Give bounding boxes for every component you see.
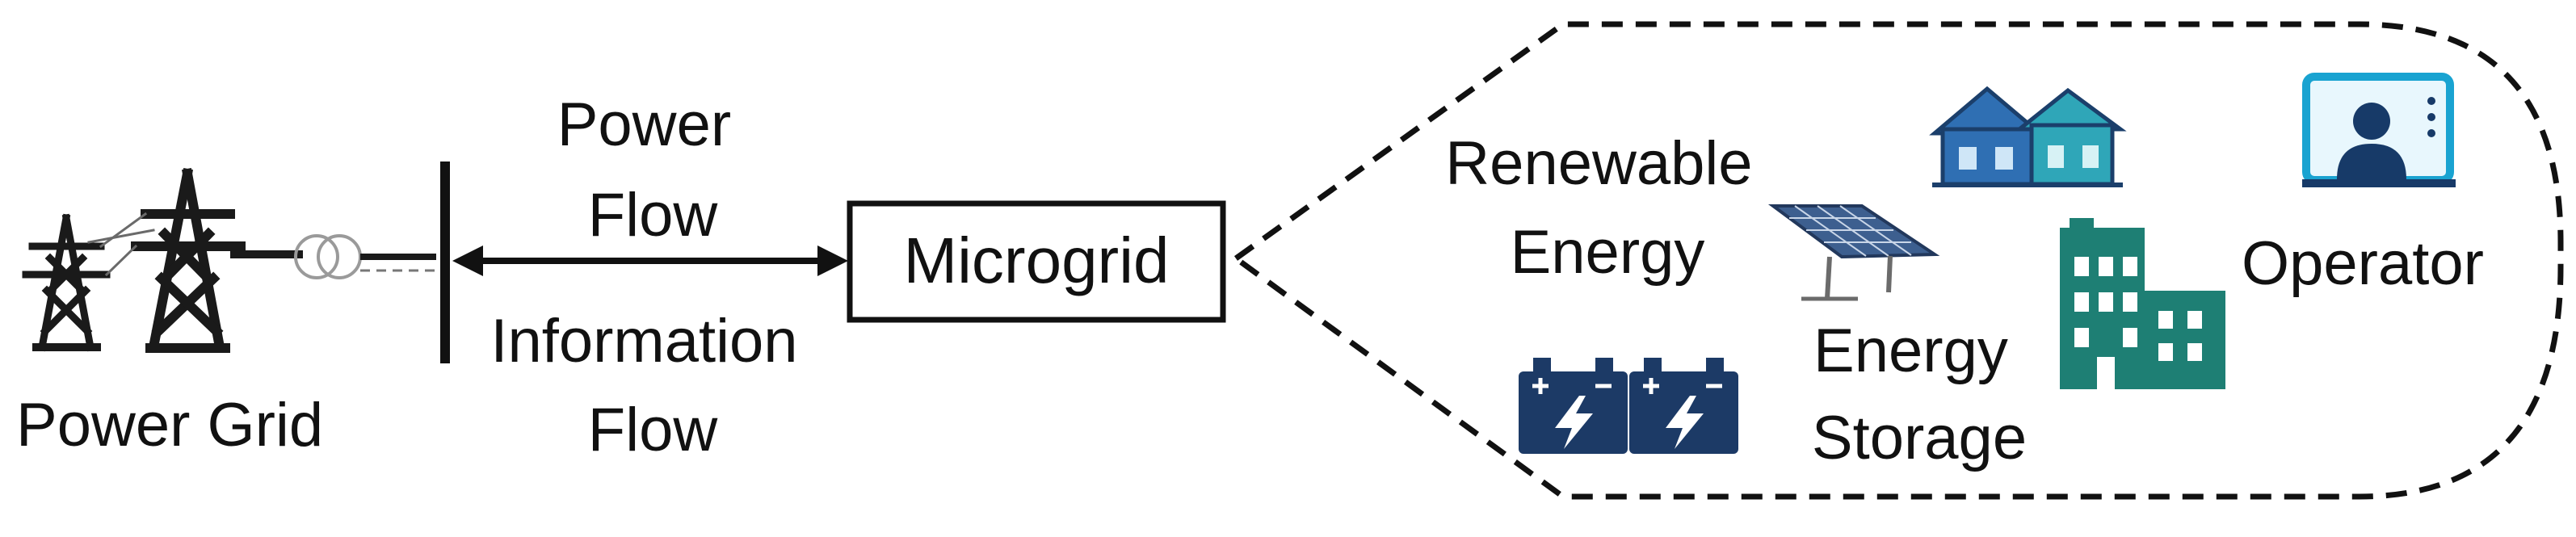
battery-icon bbox=[1519, 358, 1738, 454]
operator-label: Operator bbox=[2242, 229, 2484, 298]
operator-monitor-icon bbox=[2302, 73, 2456, 187]
power-flow-line-1: Power bbox=[557, 90, 731, 159]
renewable-energy-label: Renewable Energy bbox=[1445, 129, 1769, 287]
microgrid-label: Microgrid bbox=[904, 224, 1170, 296]
information-flow-line-1: Information bbox=[490, 307, 797, 375]
houses-icon bbox=[1929, 86, 2127, 187]
storage-line-2: Storage bbox=[1812, 404, 2027, 472]
information-flow-line-2: Flow bbox=[588, 396, 719, 464]
information-flow-label: Information Flow bbox=[490, 307, 814, 464]
power-grid-label: Power Grid bbox=[16, 391, 323, 459]
solar-panel-icon bbox=[1767, 204, 1940, 301]
transformer-icon bbox=[294, 234, 436, 279]
storage-line-1: Energy bbox=[1813, 317, 2008, 385]
microgrid-callout-outline bbox=[1231, 21, 2564, 500]
bus-bar bbox=[440, 162, 450, 363]
power-flow-label: Power Flow bbox=[557, 90, 749, 250]
renewable-line-1: Renewable bbox=[1445, 129, 1752, 198]
energy-storage-label: Energy Storage bbox=[1812, 317, 2027, 472]
office-building-icon bbox=[2060, 218, 2225, 389]
microgrid-box bbox=[847, 200, 1226, 323]
flow-arrow bbox=[452, 245, 848, 276]
power-flow-line-2: Flow bbox=[588, 181, 719, 250]
renewable-line-2: Energy bbox=[1511, 218, 1705, 287]
transmission-tower-icon bbox=[22, 167, 303, 354]
